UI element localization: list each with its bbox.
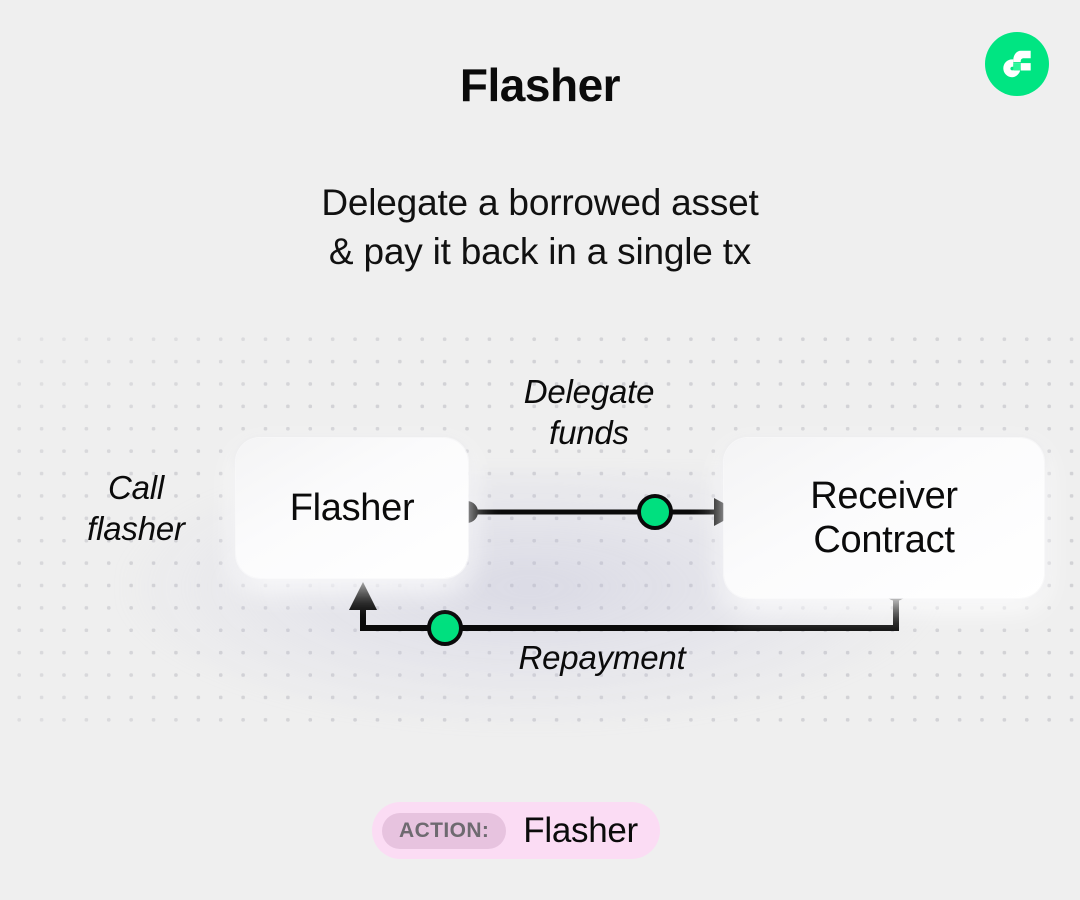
node-receiver-contract[interactable]: Receiver Contract [724,438,1044,598]
edge-label-delegate-funds: Delegate funds [470,372,708,454]
fluid-f-logo-icon [997,44,1037,84]
node-receiver-label-line-2: Contract [813,519,955,561]
node-receiver-label-line-1: Receiver [810,474,958,517]
edge-label-delegate-line-2: funds [549,413,629,451]
edge-label-repayment: Repayment [468,638,736,679]
flow-diagram: Flasher Receiver Contract Call flasher D… [0,320,1080,740]
page-subtitle-line-2: & pay it back in a single tx [328,231,752,273]
edge-label-call-line-1: Call [107,469,165,506]
page-subtitle-line-1: Delegate a borrowed asset [321,182,759,223]
action-badge-value: Flasher [523,811,638,850]
node-flasher-label: Flasher [289,486,415,529]
action-badge-chip: ACTION: [382,812,507,849]
node-flasher[interactable]: Flasher [236,438,468,578]
edge-label-call-line-2: flasher [87,509,185,547]
page-title: Flasher [459,59,621,111]
edge-label-delegate-line-1: Delegate [523,373,655,410]
brand-logo [985,32,1049,96]
action-badge: ACTION: Flasher [372,802,660,859]
edge-label-repayment-text: Repayment [518,639,686,676]
page-subtitle: Delegate a borrowed asset & pay it back … [0,178,1080,276]
edge-label-call-flasher: Call flasher [38,468,234,550]
